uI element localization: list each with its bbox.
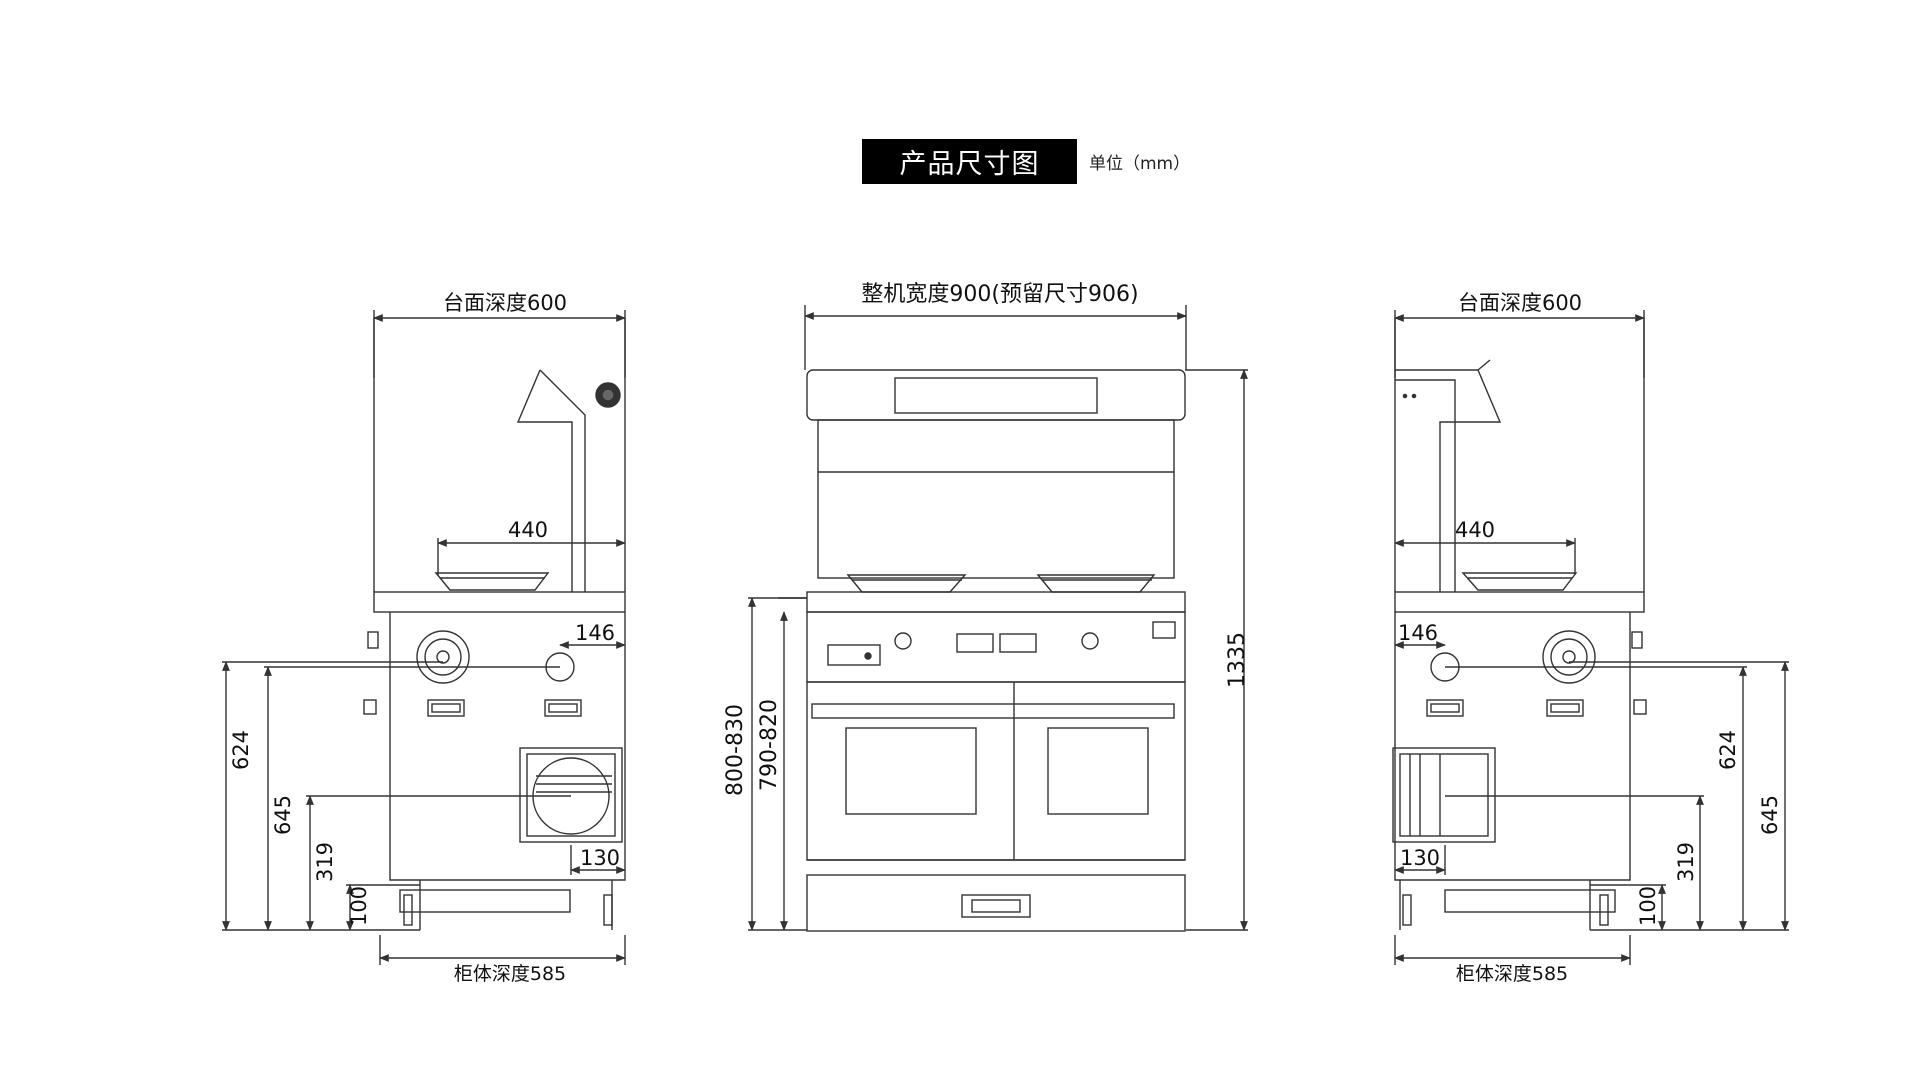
left-side-view xyxy=(222,310,626,965)
left-height-319-label: 319 xyxy=(313,842,337,882)
right-height-624-label: 624 xyxy=(1716,730,1740,770)
left-height-645-label: 645 xyxy=(271,795,295,835)
right-knob-offset-label: 146 xyxy=(1398,621,1438,645)
right-cabinet-depth-label: 柜体深度585 xyxy=(1456,963,1568,985)
front-view xyxy=(748,305,1248,932)
left-height-624-label: 624 xyxy=(229,730,253,770)
right-height-100-label: 100 xyxy=(1636,886,1660,926)
right-top-depth-label: 台面深度600 xyxy=(1458,291,1582,315)
left-knob-offset-label: 146 xyxy=(575,621,615,645)
right-burner-offset-label: 440 xyxy=(1455,518,1495,542)
left-top-depth-label: 台面深度600 xyxy=(443,291,567,315)
front-total-height-label: 1335 xyxy=(1225,632,1250,688)
right-height-319-label: 319 xyxy=(1674,842,1698,882)
right-height-645-label: 645 xyxy=(1758,795,1782,835)
front-counter-height-b-label: 790-820 xyxy=(757,699,782,791)
right-vent-offset-label: 130 xyxy=(1400,846,1440,870)
left-cabinet-depth-label: 柜体深度585 xyxy=(454,963,566,985)
page-title: 产品尺寸图 xyxy=(862,139,1077,184)
front-width-label: 整机宽度900(预留尺寸906) xyxy=(861,282,1138,307)
left-burner-offset-label: 440 xyxy=(508,518,548,542)
header: 产品尺寸图 单位（mm） xyxy=(862,139,1190,184)
left-height-100-label: 100 xyxy=(347,886,371,926)
unit-label: 单位（mm） xyxy=(1089,154,1191,174)
front-counter-height-a-label: 800-830 xyxy=(723,704,748,796)
left-vent-offset-label: 130 xyxy=(580,846,620,870)
right-side-view xyxy=(1392,310,1789,965)
